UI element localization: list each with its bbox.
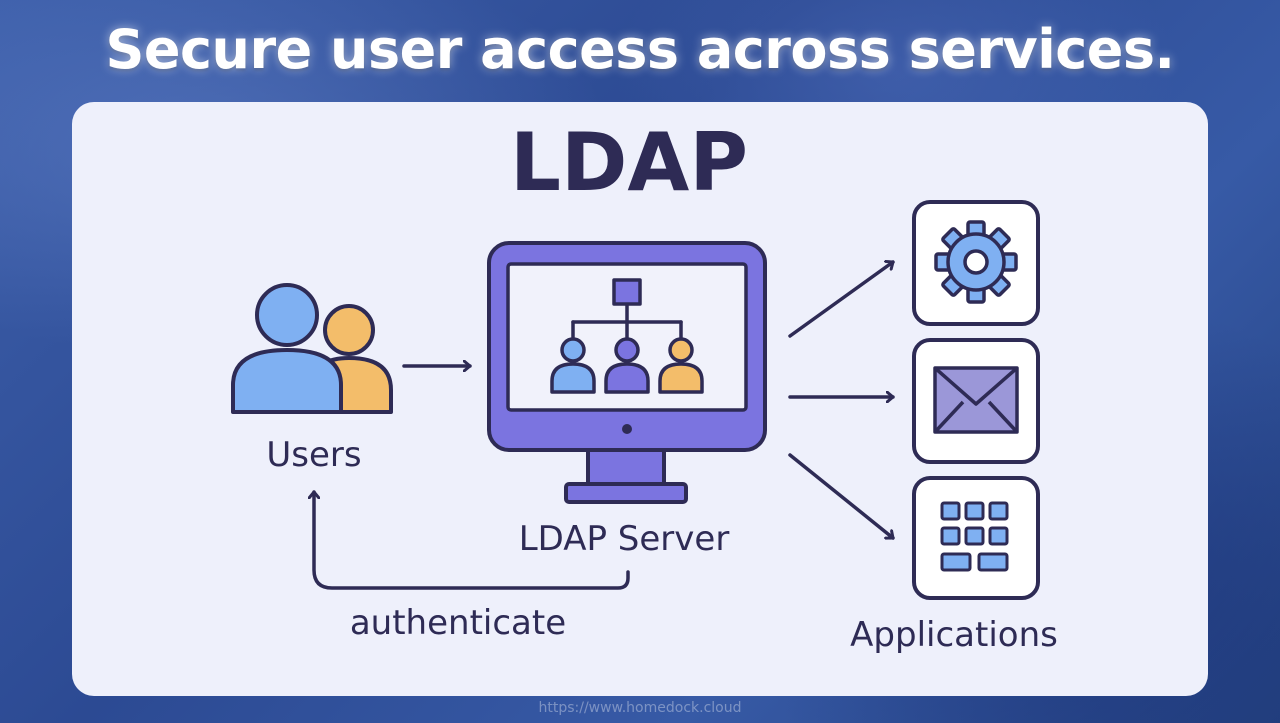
mail-icon <box>933 366 1019 434</box>
users-icon <box>231 283 393 414</box>
app-settings-tile <box>912 200 1040 326</box>
server-label: LDAP Server <box>519 519 730 559</box>
app-grid-tile <box>912 476 1040 600</box>
arrow-authenticate <box>314 490 630 590</box>
app-mail-tile <box>912 338 1040 464</box>
grid-icon <box>940 501 1009 572</box>
headline: Secure user access across services. <box>105 18 1176 81</box>
users-label: Users <box>266 435 361 475</box>
authenticate-label: authenticate <box>350 603 566 643</box>
hierarchy-icon <box>550 278 704 394</box>
diagram-title: LDAP <box>510 116 748 209</box>
watermark: https://www.homedock.cloud <box>538 700 742 716</box>
gear-icon <box>934 220 1018 304</box>
arrow-to-app-settings <box>788 262 895 338</box>
arrow-to-app-grid <box>788 453 895 540</box>
applications-label: Applications <box>850 615 1058 655</box>
